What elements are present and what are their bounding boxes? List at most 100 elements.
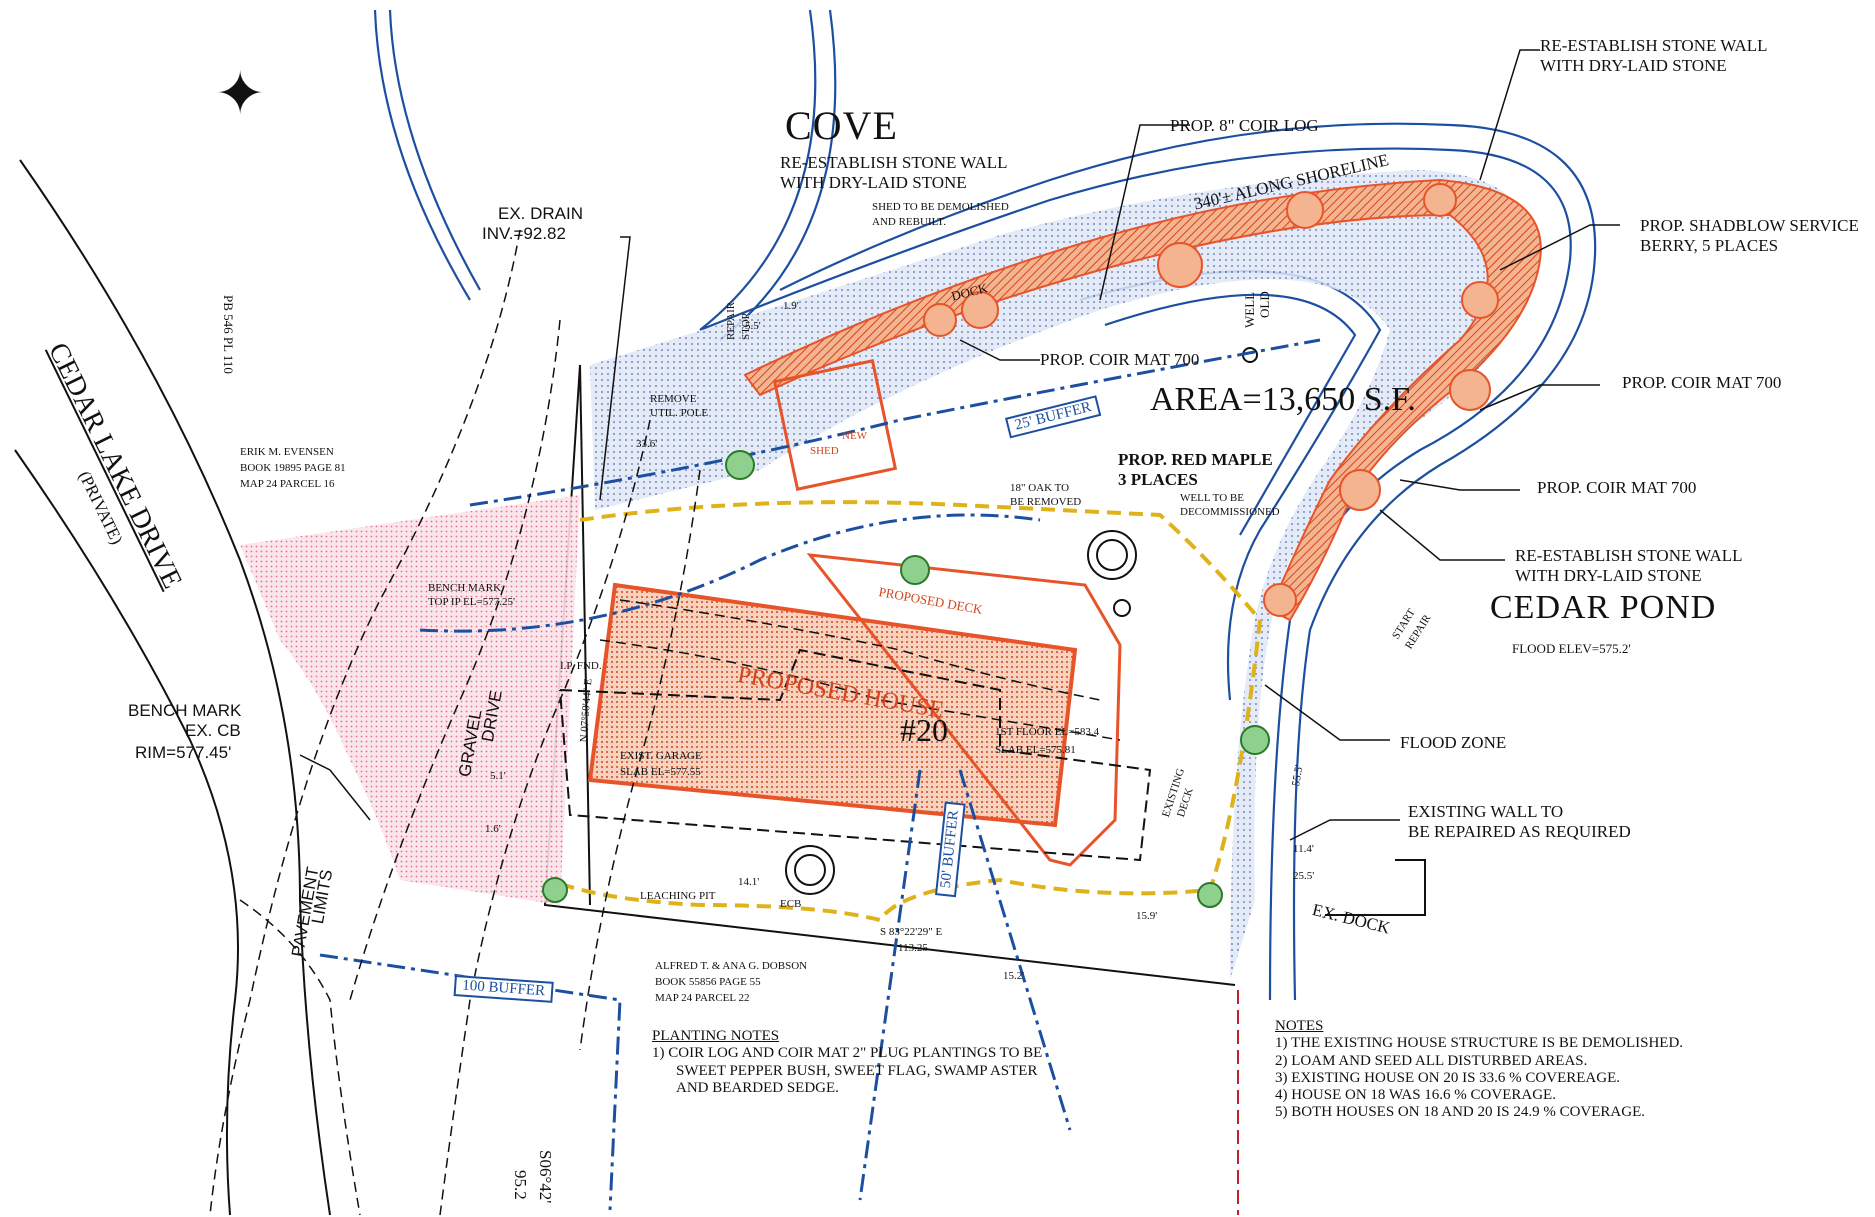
contours [209,229,1121,1216]
circles [785,347,1258,895]
cove-label: COVE [785,103,898,148]
shed-new-label: NEW [842,430,868,442]
dobson-3: MAP 24 PARCEL 22 [655,992,750,1004]
ex-drain-1: EX. DRAIN [498,204,584,223]
ex-drain-2: INV.=92.82 [482,224,566,243]
buffer-lines [319,338,1321,1211]
bench-mark-left-3: RIM=577.45' [135,743,232,762]
re-establish-right-2: WITH DRY-LAID STONE [1515,566,1702,585]
stop-repair-2: REPAIR [725,301,737,340]
leaching-pit-label: LEACHING PIT [640,890,716,902]
dist-bottom: 113.25 [898,942,928,954]
north-arrow-icon: ✦ [215,61,266,127]
dim-3: 33.6' [636,438,658,450]
north-arrow-ref: PB 546 PL 110 [221,295,236,374]
garage-slab: SLAB EL=577.55 [620,766,701,778]
pond-label: CEDAR POND [1490,589,1717,626]
re-establish-top-1: RE-ESTABLISH STONE WALL [1540,36,1768,55]
dim-6: 14.1' [738,876,760,888]
notes-title: NOTES [1275,1018,1324,1034]
general-notes: NOTES 1) THE EXISTING HOUSE STRUCTURE IS… [1275,1018,1683,1122]
evensen-1: ERIK M. EVENSEN [240,446,334,458]
re-establish-cove-2: WITH DRY-LAID STONE [780,173,967,192]
re-establish-right-1: RE-ESTABLISH STONE WALL [1515,546,1743,565]
dim-2: 5.5' [745,320,761,332]
dim-4: 5.1' [490,770,506,782]
planting-notes-line-1: 1) COIR LOG AND COIR MAT 2" PLUG PLANTIN… [652,1045,1043,1062]
slab-el: SLAB EL=575.81 [995,744,1076,756]
coir-mat-right2: PROP. COIR MAT 700 [1537,478,1697,497]
garage-label: EXIST. GARAGE [620,750,702,762]
ip-fnd: I.P. FND. [560,660,602,672]
ecb-label: ECB [780,898,802,910]
leader-lines [299,49,1620,841]
flood-zone-label: FLOOD ZONE [1400,733,1507,752]
notes-line-2: 2) LOAM AND SEED ALL DISTURBED AREAS. [1275,1052,1588,1069]
re-establish-top-2: WITH DRY-LAID STONE [1540,56,1727,75]
coir-mat-right1: PROP. COIR MAT 700 [1622,373,1782,392]
remove-pole-2: UTIL. POLE [650,407,709,419]
red-maple-1: PROP. RED MAPLE [1118,450,1273,469]
remove-pole-1: REMOVE [650,393,697,405]
ex-dock [1325,859,1426,916]
bearing-corner-1: S06°42' [536,1150,555,1204]
area-label: AREA=13,650 S.F. [1150,381,1416,418]
shed-label: SHED [810,445,839,457]
planting-notes: PLANTING NOTES 1) COIR LOG AND COIR MAT … [652,1028,1042,1097]
bearing-bottom: S 83°22'29" E [880,926,943,938]
evensen-3: MAP 24 PARCEL 16 [240,478,335,490]
planting-notes-line-2: SWEET PEPPER BUSH, SWEET FLAG, SWAMP AST… [676,1062,1038,1079]
shadblow-label-2: BERRY, 5 PLACES [1640,236,1779,255]
evensen-2: BOOK 19895 PAGE 81 [240,462,346,474]
re-establish-cove-1: RE-ESTABLISH STONE WALL [780,153,1008,172]
bench-mark-left-1: BENCH MARK [128,701,242,720]
planting-notes-line-3: AND BEARDED SEDGE. [676,1079,839,1096]
flood-elev: FLOOD ELEV=575.2' [1512,641,1631,656]
shadblow-label-1: PROP. SHADBLOW SERVICE [1640,216,1859,235]
bearing-corner-2: 95.2 [511,1170,530,1200]
notes-line-3: 3) EXISTING HOUSE ON 20 IS 33.6 % COVERE… [1275,1069,1620,1086]
notes-line-1: 1) THE EXISTING HOUSE STRUCTURE IS BE DE… [1275,1035,1684,1052]
notes-line-5: 5) BOTH HOUSES ON 18 AND 20 IS 24.9 % CO… [1275,1104,1646,1121]
existing-wall-2: BE REPAIRED AS REQUIRED [1408,822,1631,841]
red-maple-2: 3 PLACES [1118,470,1198,489]
shed-demolish-2: AND REBUILT. [872,216,946,228]
dim-1: 1.9' [783,300,799,312]
bench-mark-top-2: TOP IP EL=577.25' [428,596,515,608]
shed-outline [772,359,898,491]
existing-wall-1: EXISTING WALL TO [1408,802,1564,821]
dim-10: 25.5' [1293,870,1315,882]
limit-of-work [549,500,1263,923]
shed-demolish-1: SHED TO BE DEMOLISHED [872,201,1009,213]
dobson-1: ALFRED T. & ANA G. DOBSON [655,960,808,972]
bench-mark-top-1: BENCH MARK [428,582,502,594]
planting-notes-title: PLANTING NOTES [652,1028,780,1044]
notes-line-4: 4) HOUSE ON 18 WAS 16.6 % COVERAGE. [1275,1087,1556,1103]
dim-8: 15.9' [1136,910,1158,922]
dim-5: 1.6' [485,823,501,835]
gravel-drive-area [240,495,580,905]
oak-removed-2: BE REMOVED [1010,496,1082,508]
well-decom-2: DECOMMISSIONED [1180,506,1280,518]
oak-removed-1: 18" OAK TO [1010,482,1070,494]
proposed-house-outline [587,582,1078,828]
old-well-2: WELL [1242,291,1257,328]
coir-mat-shoreline [743,178,1542,622]
dim-7: 15.2' [1003,970,1025,982]
well-decom-1: WELL TO BE [1180,492,1244,504]
tree-symbols [923,183,1499,617]
dobson-2: BOOK 55856 PAGE 55 [655,976,761,988]
house-number: #20 [900,712,948,748]
dim-9: 11.4' [1293,843,1314,855]
existing-house-footprint [559,648,1152,862]
road-edges [14,159,331,1216]
coir-mat-center: PROP. COIR MAT 700 [1040,350,1200,369]
bench-mark-left-2: EX. CB [185,721,241,740]
old-well-1: OLD [1257,291,1272,318]
coir-log-label: PROP. 8" COIR LOG [1170,116,1319,135]
shrub-symbols [542,450,1270,908]
first-floor-el: 1ST FLOOR EL=583.4 [995,726,1100,738]
wetland-area [590,170,1531,980]
proposed-deck-outline [806,553,1122,867]
